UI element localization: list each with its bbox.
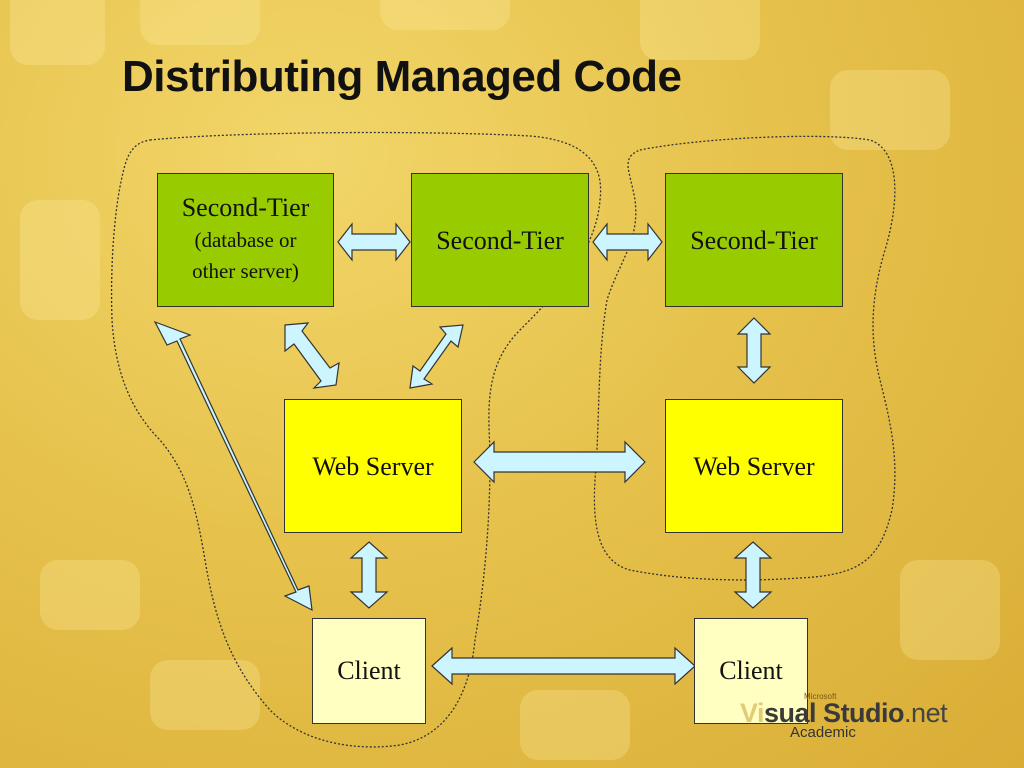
node-label: Second-Tier <box>181 193 310 222</box>
logo-product-suffix: .net <box>904 698 948 728</box>
background-tile <box>900 560 1000 660</box>
node-label: Web Server <box>693 452 815 481</box>
background-tile <box>20 200 100 320</box>
double-arrow-st1-st2 <box>337 222 411 262</box>
double-arrow-st1-web1 <box>284 322 340 389</box>
double-arrow-web2-client2 <box>733 541 773 609</box>
client-left-node: Client <box>312 618 426 724</box>
slide-title: Distributing Managed Code <box>122 52 682 101</box>
node-label: Second-Tier <box>690 226 818 255</box>
double-arrow-st2-web1 <box>409 324 464 389</box>
second-tier-right-node: Second-Tier <box>665 173 843 307</box>
node-label: Client <box>337 656 401 685</box>
logo-product-main: sual Studio <box>764 698 905 728</box>
background-tile <box>520 690 630 760</box>
web-server-right-node: Web Server <box>665 399 843 533</box>
background-tile <box>380 0 510 30</box>
double-arrow-web1-web2 <box>473 440 646 484</box>
logo-microsoft-text: Microsoft <box>804 692 837 701</box>
background-tile <box>830 70 950 150</box>
background-tile <box>640 0 760 60</box>
double-arrow-st3-web2 <box>736 317 772 384</box>
double-arrow-web1-client1 <box>349 541 389 609</box>
left-group-boundary <box>110 131 602 748</box>
background-tile <box>10 0 105 65</box>
second-tier-database-node: Second-Tier (database or other server) <box>157 173 334 307</box>
double-arrow-st2-st3 <box>592 222 663 262</box>
right-group-boundary <box>593 135 896 581</box>
logo-edition: Academic <box>790 724 856 741</box>
node-label: Web Server <box>312 452 434 481</box>
second-tier-middle-node: Second-Tier <box>411 173 589 307</box>
background-tile <box>40 560 140 630</box>
node-label: Client <box>719 656 783 685</box>
node-label: Second-Tier <box>436 226 564 255</box>
logo-product-name: Visual Studio.net <box>740 698 948 729</box>
visual-studio-net-logo: Microsoft Visual Studio.net Academic <box>740 690 1010 750</box>
background-tile <box>150 660 260 730</box>
background-tile <box>140 0 260 45</box>
logo-product-prefix: Vi <box>740 698 765 728</box>
client-right-node: Client <box>694 618 808 724</box>
double-arrow-client1-client2 <box>431 646 696 686</box>
double-arrow-st1-client1 <box>153 320 313 612</box>
node-sublabel-line1: (database or <box>194 228 297 252</box>
web-server-left-node: Web Server <box>284 399 462 533</box>
node-sublabel-line2: other server) <box>192 259 299 283</box>
